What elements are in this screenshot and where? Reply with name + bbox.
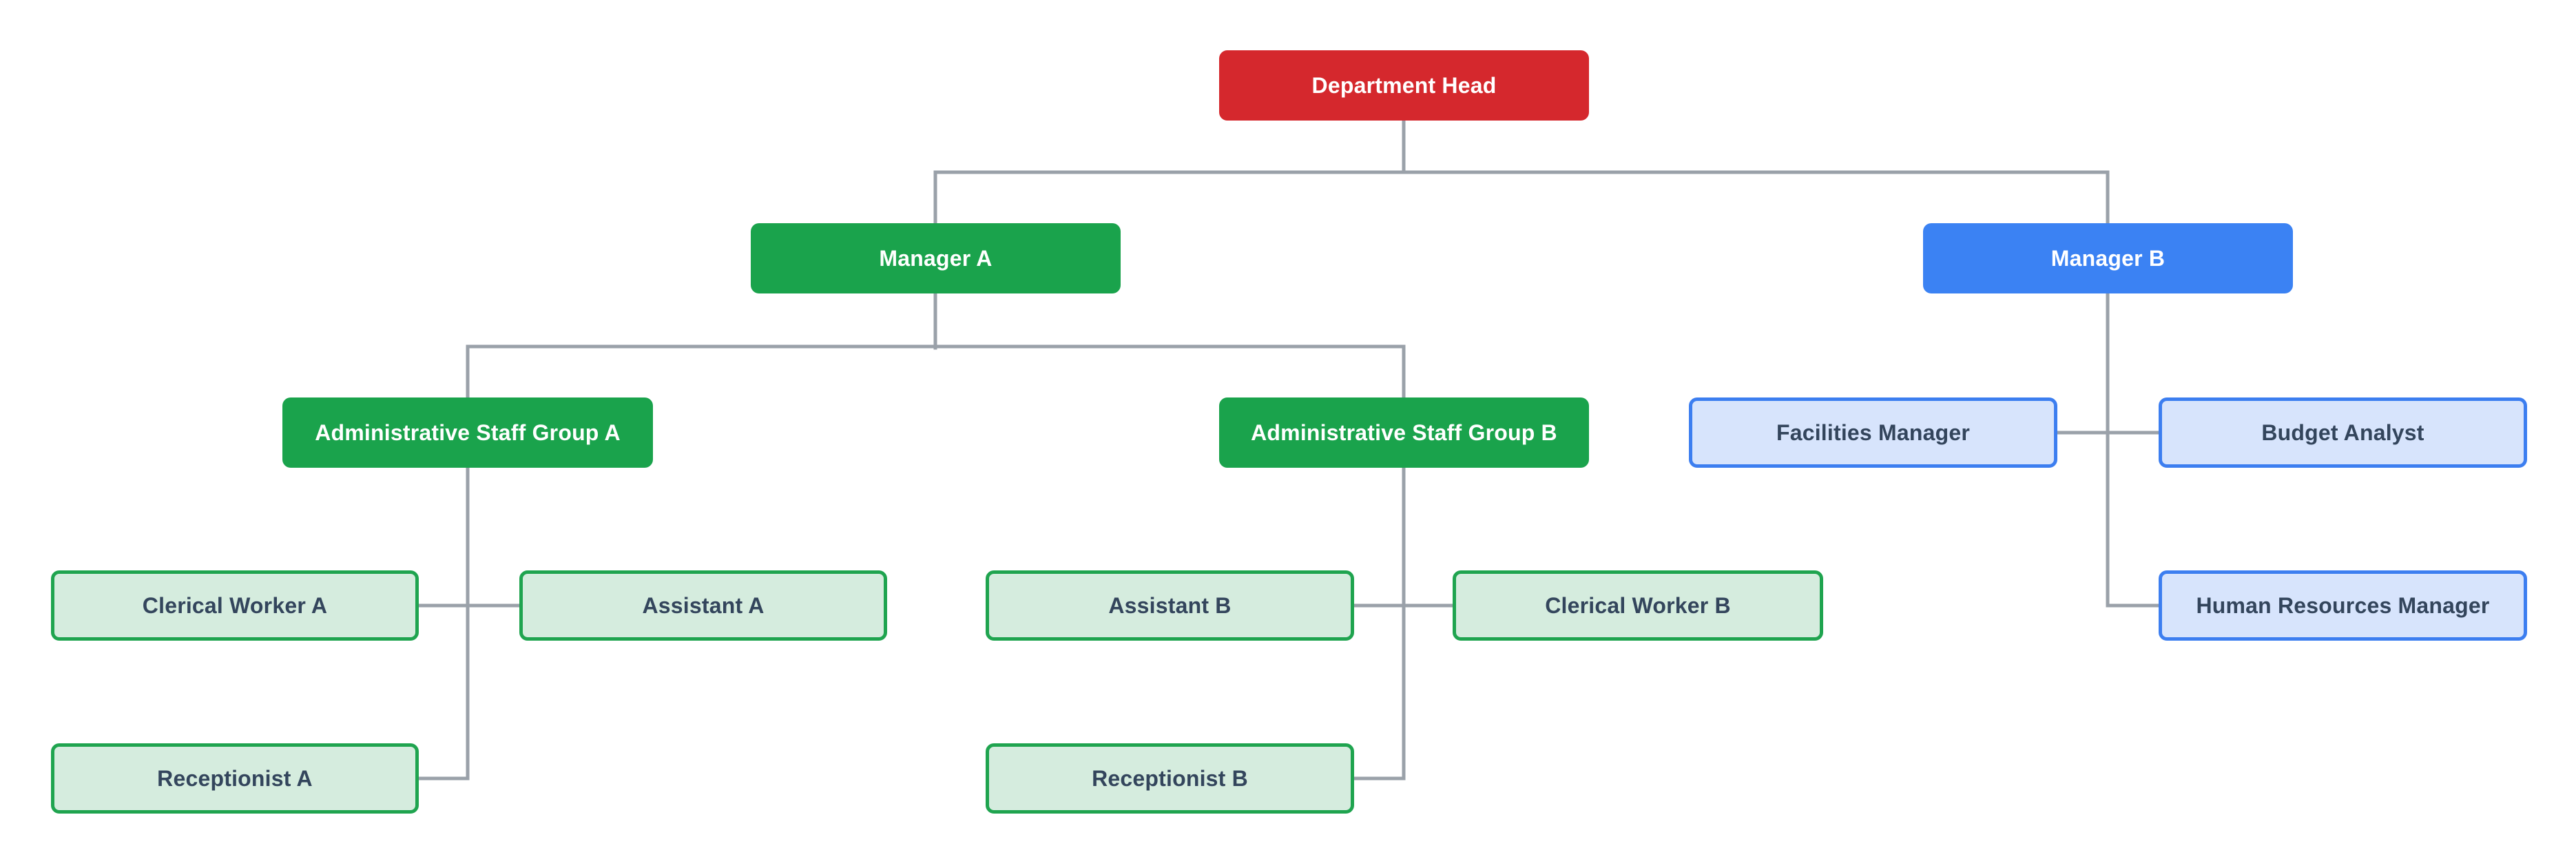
connector-seg-manager-b-spine	[2106, 291, 2162, 608]
node-label-clerical-worker-a: Clerical Worker A	[142, 592, 328, 618]
node-manager-b: Manager B	[1923, 223, 2293, 293]
node-assistant-b: Assistant B	[986, 570, 1354, 641]
node-label-assistant-b: Assistant B	[1108, 592, 1232, 618]
node-clerical-worker-a: Clerical Worker A	[51, 570, 419, 641]
node-admin-staff-group-b: Administrative Staff Group B	[1219, 397, 1589, 468]
node-label-manager-b: Manager B	[2050, 245, 2165, 271]
node-label-receptionist-b: Receptionist B	[1092, 765, 1248, 791]
node-admin-staff-group-a: Administrative Staff Group A	[282, 397, 653, 468]
node-budget-analyst: Budget Analyst	[2159, 397, 2527, 468]
node-label-budget-analyst: Budget Analyst	[2261, 420, 2424, 445]
node-label-manager-a: Manager A	[879, 245, 993, 271]
connector-seg-admin-b-spine	[1353, 466, 1406, 781]
node-receptionist-a: Receptionist A	[51, 743, 419, 814]
node-label-assistant-a: Assistant A	[642, 592, 765, 618]
node-clerical-worker-b: Clerical Worker B	[1453, 570, 1823, 641]
node-human-resources-manager: Human Resources Manager	[2159, 570, 2527, 641]
node-receptionist-b: Receptionist B	[986, 743, 1354, 814]
connector-seg-admin-a-spine	[418, 466, 470, 781]
node-label-receptionist-a: Receptionist A	[157, 765, 313, 791]
node-manager-a: Manager A	[751, 223, 1121, 293]
node-label-admin-staff-group-a: Administrative Staff Group A	[315, 420, 621, 445]
node-label-human-resources-manager: Human Resources Manager	[2196, 592, 2490, 618]
node-label-clerical-worker-b: Clerical Worker B	[1545, 592, 1731, 618]
node-facilities-manager: Facilities Manager	[1689, 397, 2057, 468]
node-label-admin-staff-group-b: Administrative Staff Group B	[1251, 420, 1557, 445]
node-label-facilities-manager: Facilities Manager	[1776, 420, 1971, 445]
node-label-department-head: Department Head	[1311, 72, 1497, 98]
node-department-head: Department Head	[1219, 50, 1589, 121]
node-assistant-a: Assistant A	[519, 570, 887, 641]
